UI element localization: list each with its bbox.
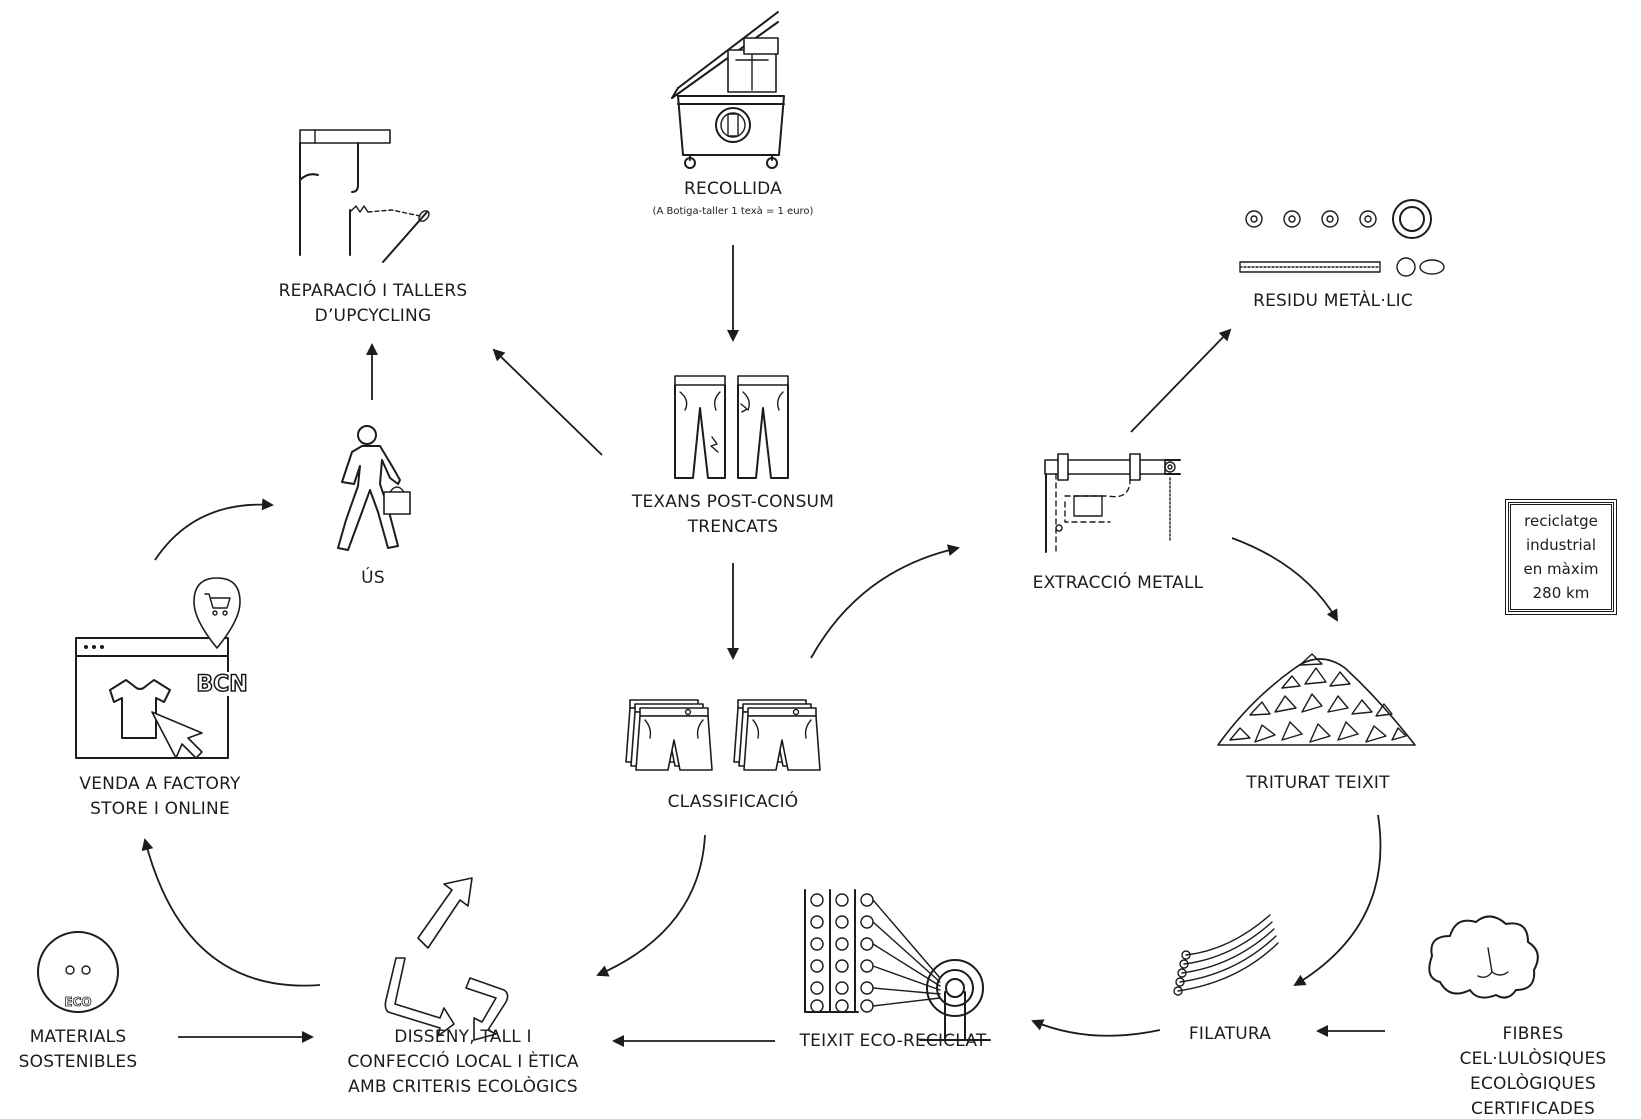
recycling-distance-note: reciclatge industrial en màxim 280 km bbox=[1505, 499, 1617, 615]
cotton-icon bbox=[1428, 915, 1539, 999]
residu-label: RESIDU METÀL·LIC bbox=[1228, 289, 1438, 314]
arrow-extraccio-to-triturat bbox=[1231, 537, 1339, 622]
triturat-title: TRITURAT TEIXIT bbox=[1246, 773, 1390, 793]
texans-label: TEXANS POST-CONSUM TRENCATS bbox=[593, 490, 873, 540]
disseny-label: DISSENY, TALL I CONFECCIÓ LOCAL I ÈTICA … bbox=[323, 1025, 603, 1100]
recycle-arrows-icon bbox=[384, 877, 509, 1041]
materials-label: MATERIALS SOSTENIBLES bbox=[8, 1025, 148, 1075]
venda-label: VENDA A FACTORY STORE I ONLINE bbox=[40, 772, 280, 822]
residu-title: RESIDU METÀL·LIC bbox=[1253, 291, 1413, 311]
recollida-subtitle: (A Botiga-taller 1 texà = 1 euro) bbox=[652, 206, 814, 217]
note-line4: 280 km bbox=[1532, 584, 1590, 602]
online-store-icon: BCN bbox=[75, 577, 252, 759]
shredded-fabric-icon bbox=[1217, 653, 1416, 746]
recycling-bin-icon bbox=[671, 11, 785, 169]
disseny-line1: DISSENY, TALL I bbox=[394, 1027, 532, 1047]
materials-line2: SOSTENIBLES bbox=[18, 1052, 138, 1072]
yarn-fibers-icon bbox=[1173, 914, 1279, 996]
arrow-texans-to-reparacio bbox=[492, 348, 603, 456]
materials-line1: MATERIALS bbox=[29, 1027, 127, 1047]
venda-badge: BCN bbox=[196, 672, 247, 697]
teixit-title: TEIXIT ECO-RECICLAT bbox=[799, 1031, 987, 1051]
fibres-line3: ECOLÒGIQUES bbox=[1470, 1074, 1596, 1094]
reparacio-line2: D’UPCYCLING bbox=[314, 306, 432, 326]
classificacio-title: CLASSIFICACIÓ bbox=[667, 792, 799, 812]
disseny-line2: CONFECCIÓ LOCAL I ÈTICA bbox=[347, 1052, 579, 1072]
note-line1: reciclatge bbox=[1524, 512, 1598, 530]
fibres-label: FIBRES CEL·LULÒSIQUES ECOLÒGIQUES CERTIF… bbox=[1438, 1022, 1628, 1119]
button-icon: ECO bbox=[37, 931, 119, 1013]
materials-badge: ECO bbox=[64, 995, 91, 1009]
texans-line1: TEXANS POST-CONSUM bbox=[631, 492, 835, 512]
fibres-line2: CEL·LULÒSIQUES bbox=[1459, 1049, 1607, 1069]
disseny-line3: AMB CRITERIS ECOLÒGICS bbox=[348, 1077, 578, 1097]
fibres-line4: CERTIFICADES bbox=[1471, 1099, 1595, 1119]
arrow-triturat-to-filatura bbox=[1293, 814, 1382, 987]
note-line2: industrial bbox=[1525, 536, 1597, 554]
classificacio-label: CLASSIFICACIÓ bbox=[613, 790, 853, 815]
venda-line2: STORE I ONLINE bbox=[90, 799, 230, 819]
arrow-disseny-to-venda bbox=[141, 838, 321, 987]
sorted-shorts-icon bbox=[625, 699, 821, 771]
fibres-line1: FIBRES bbox=[1502, 1024, 1564, 1044]
filatura-label: FILATURA bbox=[1165, 1022, 1295, 1047]
flow-arrows bbox=[141, 245, 1385, 1047]
extraccio-title: EXTRACCIÓ METALL bbox=[1032, 573, 1204, 593]
extraccio-label: EXTRACCIÓ METALL bbox=[1003, 571, 1233, 596]
walking-person-icon bbox=[337, 425, 411, 551]
arrow-venda-to-us bbox=[154, 498, 274, 561]
recollida-title: RECOLLIDA bbox=[684, 179, 782, 199]
arrow-extraccio-to-residu bbox=[1130, 328, 1232, 433]
us-label: ÚS bbox=[333, 566, 413, 591]
arrow-filatura-to-teixit bbox=[1031, 1019, 1161, 1037]
reparacio-line1: REPARACIÓ I TALLERS bbox=[278, 281, 468, 301]
venda-line1: VENDA A FACTORY bbox=[79, 774, 241, 794]
loom-icon bbox=[804, 889, 991, 1041]
metal-extraction-icon bbox=[1044, 453, 1181, 553]
texans-line2: TRENCATS bbox=[687, 517, 779, 537]
filatura-title: FILATURA bbox=[1188, 1024, 1272, 1044]
arrow-classificacio-to-extraccio bbox=[810, 544, 960, 659]
broken-jeans-icon bbox=[674, 375, 789, 479]
reparacio-label: REPARACIÓ I TALLERS D’UPCYCLING bbox=[243, 279, 503, 329]
us-title: ÚS bbox=[361, 568, 385, 588]
sewing-needle-icon bbox=[299, 129, 430, 263]
triturat-label: TRITURAT TEIXIT bbox=[1218, 771, 1418, 796]
teixit-label: TEIXIT ECO-RECICLAT bbox=[778, 1029, 1008, 1054]
metal-rivets-icon bbox=[1239, 199, 1445, 277]
recollida-label: RECOLLIDA bbox=[633, 177, 833, 202]
arrow-classificacio-to-disseny bbox=[596, 834, 706, 977]
note-line3: en màxim bbox=[1523, 560, 1599, 578]
